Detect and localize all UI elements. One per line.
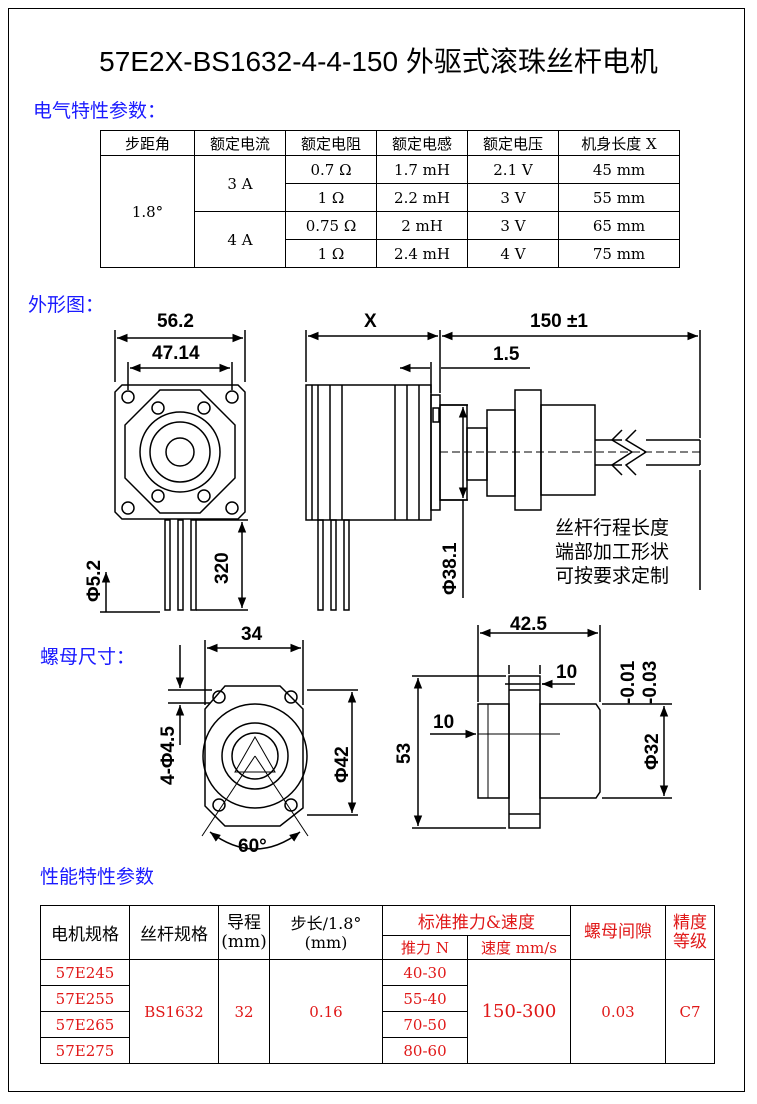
current-cell: 4 A (194, 211, 286, 268)
backlash-value: 0.03 (570, 959, 666, 1064)
dim-flange-dia: Φ42 (332, 746, 353, 783)
table-cell: 3 V (467, 211, 559, 240)
page-frame (8, 8, 745, 1092)
col-header: 丝杆规格 (129, 905, 219, 960)
col-header: 精度等级 (665, 905, 715, 960)
table-cell: 2.1 V (467, 155, 559, 184)
col-header: 推力 N (382, 935, 468, 960)
col-header: 导程 (mm) (218, 905, 270, 960)
table-cell: 2.2 mH (376, 183, 468, 212)
screw-spec: BS1632 (129, 959, 219, 1064)
motor-model: 57E275 (40, 1037, 130, 1064)
dim-length: 150 ±1 (530, 311, 588, 332)
table-cell: 0.7 Ω (285, 155, 377, 184)
table-cell: 2 mH (376, 211, 468, 240)
heading-outline: 外形图： (28, 294, 105, 316)
motor-front-view (114, 384, 246, 611)
table-cell: 1 Ω (285, 183, 377, 212)
col-header: 步长/1.8° (mm) (269, 905, 383, 960)
col-header: 步距角 (100, 130, 195, 156)
dim-nut-holes: 4-Φ4.5 (158, 726, 179, 785)
dim-nut-length: 42.5 (510, 614, 547, 635)
dim-hole-pitch: 47.14 (152, 343, 200, 364)
performance-table: 电机规格 丝杆规格 导程 (mm) 步长/1.8° (mm) 标准推力&速度 螺… (40, 905, 715, 1064)
motor-model: 57E245 (40, 959, 130, 986)
heading-nut: 螺母尺寸： (40, 646, 136, 668)
col-header-std: 标准推力&速度 (382, 905, 571, 936)
col-header: 机身长度 X (558, 130, 680, 156)
dim-lead-dia: Φ5.2 (84, 559, 105, 602)
col-header: 螺母间隙 (570, 905, 666, 960)
note-line: 端部加工形状 (555, 541, 670, 563)
table-cell: 3 V (467, 183, 559, 212)
col-header: 额定电阻 (285, 130, 377, 156)
stroke-note: 丝杆行程长度 端部加工形状 可按要求定制 (555, 516, 669, 588)
speed-value: 150-300 (467, 959, 571, 1064)
note-line: 丝杆行程长度 (555, 517, 670, 539)
motor-model: 57E255 (40, 985, 130, 1012)
dim-body-dia: Φ32 (642, 733, 663, 770)
thrust-value: 55-40 (382, 985, 468, 1012)
table-cell: 1.7 mH (376, 155, 468, 184)
table-cell: 55 mm (558, 183, 680, 212)
nut-front-view (201, 685, 309, 850)
heading-electrical: 电气特性参数： (33, 100, 167, 122)
table-cell: 45 mm (558, 155, 680, 184)
grade-value: C7 (665, 959, 715, 1064)
thrust-value: 70-50 (382, 1011, 468, 1038)
col-header: 电机规格 (40, 905, 130, 960)
header-line: 导程 (227, 912, 261, 933)
step-angle-cell: 1.8° (100, 155, 195, 268)
dim-nut-height: 53 (394, 742, 415, 764)
thrust-value: 40-30 (382, 959, 468, 986)
dim-boss-dia: Φ38.1 (440, 542, 461, 595)
header-line: 步长/1.8° (290, 913, 362, 933)
step-value: 0.16 (269, 959, 383, 1064)
motor-side-view (305, 384, 701, 611)
dim-lead-len: 320 (212, 552, 233, 584)
header-line: (mm) (304, 932, 348, 952)
heading-performance: 性能特性参数 (40, 866, 155, 888)
dim-step: 1.5 (493, 344, 520, 365)
page-title: 57E2X-BS1632-4-4-150 外驱式滚珠丝杆电机 (99, 46, 658, 77)
thrust-value: 80-60 (382, 1037, 468, 1064)
dim-flange-thk: 10 (556, 662, 578, 683)
note-line: 可按要求定制 (555, 565, 670, 587)
header-line: (mm) (221, 931, 267, 952)
col-header: 速度 mm/s (467, 935, 571, 960)
dim-width: 56.2 (157, 311, 194, 332)
table-cell: 75 mm (558, 239, 680, 268)
dim-tol-lower: -0.03 (640, 660, 661, 704)
dim-tol-upper: -0.01 (618, 660, 639, 704)
dim-nut-width: 34 (241, 624, 263, 645)
table-cell: 4 V (467, 239, 559, 268)
nut-side-view (477, 675, 601, 829)
dim-angle: 60° (238, 836, 267, 857)
motor-model: 57E265 (40, 1011, 130, 1038)
dim-x: X (364, 311, 377, 332)
current-cell: 3 A (194, 155, 286, 212)
lead-value: 32 (218, 959, 270, 1064)
electrical-table: 步距角 额定电流 额定电阻 额定电感 额定电压 机身长度 X 1.8° 3 A … (100, 130, 680, 268)
dim-nut-step: 10 (433, 712, 455, 733)
